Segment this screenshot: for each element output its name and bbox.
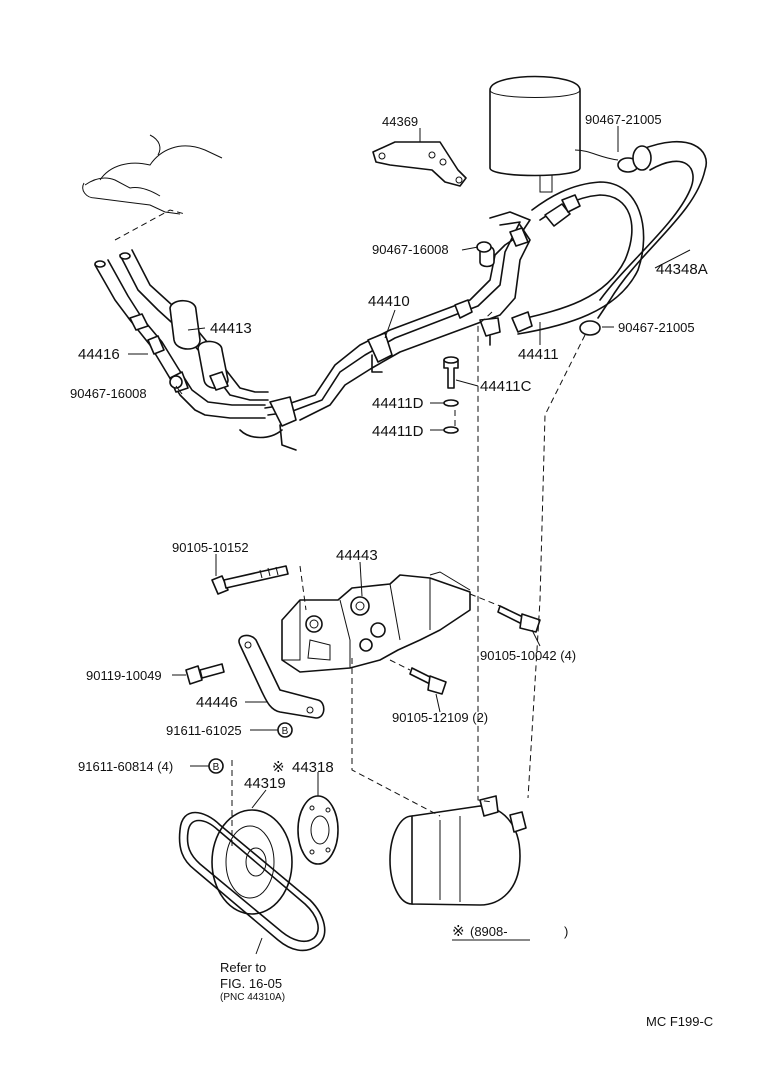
label-44411D-b: 44411D — [372, 423, 424, 440]
union-bolt-44411C — [443, 356, 459, 434]
label-90467-21005-right: 90467-21005 — [618, 320, 695, 335]
pressure-line-44411 — [517, 181, 645, 336]
label-44413: 44413 — [210, 320, 252, 337]
v-belt — [178, 811, 326, 952]
reference-lines — [114, 209, 586, 850]
label-44369: 44369 — [382, 114, 418, 129]
label-44348A: 44348A — [656, 261, 708, 278]
tube-assembly-44410 — [264, 211, 533, 451]
range-asterisk: ※ — [452, 923, 465, 940]
bracket-44369 — [372, 141, 467, 187]
refer-line-2: FIG. 16-05 — [220, 976, 282, 991]
circle-b-label: B — [213, 762, 220, 773]
label-44411D-a: 44411D — [372, 395, 424, 412]
plate-44318 — [297, 795, 339, 865]
pump-body — [389, 795, 527, 906]
footer-code: MC F199-C — [646, 1014, 713, 1029]
label-90119-10049: 90119-10049 — [86, 668, 162, 683]
range-note: (8908- — [470, 924, 508, 939]
label-44416: 44416 — [78, 346, 120, 363]
bolt-90105-10152 — [211, 565, 289, 595]
nut-91611-60814: B — [208, 758, 224, 774]
bolt-90105-10042 — [497, 605, 541, 633]
hoses-44413-44416 — [94, 249, 283, 439]
hose-44348A — [597, 140, 707, 319]
label-90467-21005-top: 90467-21005 — [585, 112, 662, 127]
bolt-90105-12109 — [409, 667, 447, 695]
reservoir — [489, 75, 619, 193]
label-44411: 44411 — [518, 346, 559, 363]
refer-line-1: Refer to — [220, 960, 266, 975]
label-90467-16008-left: 90467-16008 — [70, 386, 147, 401]
clamps — [169, 241, 492, 389]
label-90105-10152: 90105-10152 — [172, 540, 249, 555]
nut-91611-61025: B — [277, 722, 293, 738]
bracket-44443 — [281, 571, 471, 673]
part-labels: 44369 90467-21005 90467-16008 44348A 444… — [70, 112, 713, 1029]
pulley-44319 — [211, 809, 293, 915]
leader-lines — [128, 126, 691, 955]
label-90467-16008-top: 90467-16008 — [372, 242, 449, 257]
label-44411C: 44411C — [480, 378, 532, 395]
label-44443: 44443 — [336, 547, 378, 564]
label-91611-60814: 91611-60814 (4) — [78, 759, 173, 774]
refer-line-3: (PNC 44310A) — [220, 992, 285, 1003]
bolt-90119-10049 — [185, 663, 225, 685]
range-close: ) — [564, 924, 568, 939]
label-91611-61025: 91611-61025 — [166, 723, 242, 738]
label-44410: 44410 — [368, 293, 410, 310]
circle-b-label: B — [282, 726, 289, 737]
asterisk-mark: ※ — [272, 759, 285, 776]
label-44318: 44318 — [292, 759, 334, 776]
label-90105-10042: 90105-10042 (4) — [480, 648, 576, 663]
steering-gear-outline — [82, 134, 223, 215]
label-44319: 44319 — [244, 775, 286, 792]
adjusting-bar-44446 — [238, 634, 325, 719]
label-44446: 44446 — [196, 694, 238, 711]
label-90105-12109: 90105-12109 (2) — [392, 710, 488, 725]
